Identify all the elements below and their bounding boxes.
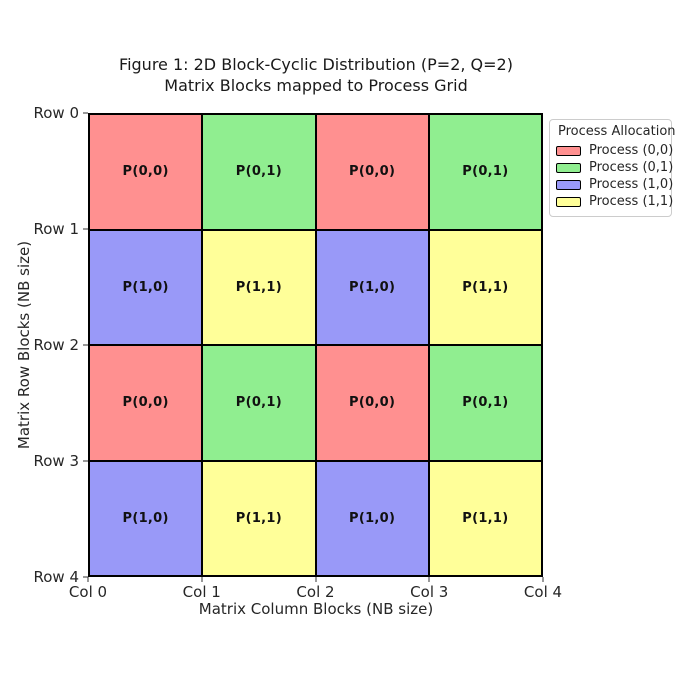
x-tick-mark [315,577,316,582]
y-tick-mark [83,576,88,578]
block-label: P(1,0) [122,279,169,295]
matrix-block: P(1,1) [203,461,315,575]
y-tick-label: Row 3 [33,452,79,470]
block-label: P(1,0) [349,279,396,295]
plot-area: P(0,0) P(0,1) P(0,0) P(0,1) P(1,0) P(1,1) P(1,… [88,113,543,577]
block-label: P(0,1) [235,395,282,411]
matrix-block: P(0,1) [203,346,315,460]
legend-label: Process (1,1) [589,194,674,209]
block-label: P(1,1) [462,279,509,295]
y-tick-label: Row 4 [33,568,79,586]
y-tick-mark [83,460,88,462]
block-label: P(0,1) [462,164,509,180]
legend-swatch [556,145,581,156]
y-tick-mark [83,344,88,346]
block-label: P(0,1) [235,164,282,180]
legend-label: Process (0,1) [589,160,674,175]
x-axis-label: Matrix Column Blocks (NB size) [198,600,434,618]
y-tick-label: Row 0 [33,104,79,122]
legend-entries: Process (0,0) Process (0,1) Process (1,0) P… [556,142,673,210]
matrix-block: P(0,0) [90,346,202,460]
legend-swatch [556,179,581,190]
legend-entry: Process (0,1) [556,159,673,176]
block-label: P(1,1) [235,279,282,295]
matrix-block: P(0,1) [429,346,541,460]
y-axis-ticks: Row 0 Row 1 Row 2 Row 3 Row 4 [0,104,88,586]
matrix-block: P(0,0) [316,346,428,460]
legend-box: Process Allocation Process (0,0)Process … [549,119,676,217]
matrix-block: P(1,1) [429,461,541,575]
matrix-block: P(0,0) [316,115,428,229]
legend-title: Process Allocation [558,124,676,139]
legend-entry: Process (0,0) [556,142,673,159]
block-label: P(1,0) [349,510,396,526]
matrix-block: P(1,0) [90,461,202,575]
block-label: P(0,1) [462,395,509,411]
x-tick-label: Col 1 [182,583,221,601]
x-tick-label: Col 3 [410,583,449,601]
y-tick-mark [83,228,88,230]
y-tick-label: Row 1 [33,220,79,238]
matrix-block: P(0,1) [203,115,315,229]
figure-title-line2: Matrix Blocks mapped to Process Grid [164,76,468,95]
matrix-block: P(0,0) [90,115,202,229]
block-label: P(1,1) [235,510,282,526]
block-label: P(1,1) [462,510,509,526]
legend-label: Process (0,0) [589,143,674,158]
matrix-block: P(1,1) [429,230,541,344]
block-label: P(0,0) [349,395,396,411]
block-label: P(0,0) [122,164,169,180]
x-tick-mark [428,577,430,582]
x-tick-mark [87,577,89,582]
x-tick-label: Col 4 [523,583,563,601]
x-tick-label: Col 2 [296,583,335,601]
block-label: P(0,0) [349,164,396,180]
matrix-block: P(0,1) [429,115,541,229]
y-axis-label: Matrix Row Blocks (NB size) [15,240,33,450]
x-tick-mark [542,577,544,582]
matrix-block: P(1,0) [90,230,202,344]
matrix-block: P(1,0) [316,461,428,575]
y-tick-label: Row 2 [33,336,79,354]
legend-swatch [556,196,581,207]
matrix-block: P(1,1) [203,230,315,344]
block-grid: P(0,0) P(0,1) P(0,0) P(0,1) P(1,0) P(1,1) P(1,… [88,113,543,577]
y-tick-mark [83,112,88,114]
x-axis-ticks: Col 0 Col 1 Col 2 Col 3 Col 4 [69,577,562,601]
legend-entry: Process (1,0) [556,176,673,193]
legend-entry: Process (1,1) [556,193,673,210]
x-tick-mark [201,577,203,582]
matrix-block: P(1,0) [316,230,428,344]
legend-swatch [556,162,581,173]
figure-title: Figure 1: 2D Block-Cyclic Distribution (… [119,54,513,96]
block-label: P(0,0) [122,395,169,411]
legend-label: Process (1,0) [589,177,674,192]
block-label: P(1,0) [122,510,169,526]
x-tick-label: Col 0 [68,583,108,601]
figure-title-line1: Figure 1: 2D Block-Cyclic Distribution (… [119,55,513,74]
